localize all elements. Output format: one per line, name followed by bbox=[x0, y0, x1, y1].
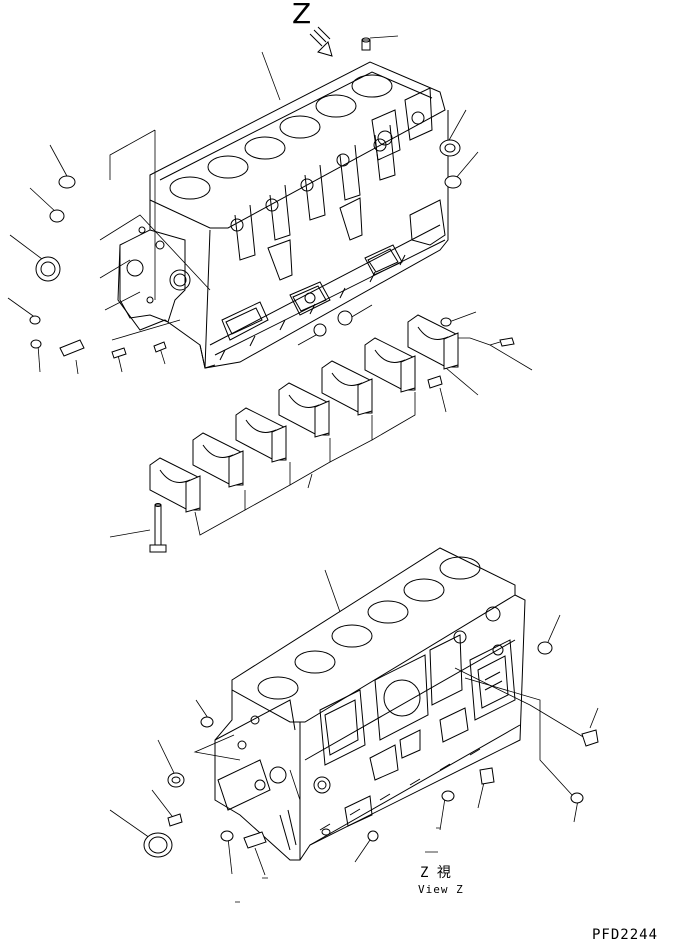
dowel-pin bbox=[153, 341, 167, 353]
dowel-pin bbox=[59, 339, 85, 357]
plug bbox=[367, 830, 379, 842]
seal-ring bbox=[35, 256, 61, 282]
plug bbox=[440, 317, 452, 327]
plug bbox=[220, 830, 234, 842]
cylinder-bore-3 bbox=[331, 624, 373, 648]
upper-leader-lines bbox=[7, 35, 533, 413]
view-letter-label: Z bbox=[292, 0, 312, 30]
cup-plug bbox=[49, 209, 65, 223]
view-label-japanese: Z 視 bbox=[420, 865, 451, 881]
cylinder-bore-1 bbox=[169, 176, 211, 200]
cylinder-bore-5 bbox=[315, 94, 357, 118]
cylinder-bore-4 bbox=[279, 115, 321, 139]
plug bbox=[321, 828, 331, 836]
cup-plug bbox=[444, 175, 462, 189]
seal-ring bbox=[143, 832, 173, 858]
cylinder-bore-4 bbox=[367, 600, 409, 624]
seal-ring bbox=[439, 139, 461, 157]
cap-bolt bbox=[154, 504, 162, 546]
dowel-pin bbox=[243, 831, 267, 849]
cylinder-bore-2 bbox=[207, 155, 249, 179]
upper-small-parts bbox=[29, 37, 515, 389]
cup-plug bbox=[58, 175, 76, 189]
bearing-cap-1 bbox=[149, 457, 201, 513]
dowel-pin bbox=[499, 337, 515, 347]
cup-plug bbox=[167, 772, 185, 788]
bearing-cap-7 bbox=[407, 314, 459, 370]
plug bbox=[313, 323, 327, 337]
cylinder-bore-3 bbox=[244, 136, 286, 160]
plug bbox=[200, 716, 214, 728]
lower-cylinder-block bbox=[214, 547, 526, 861]
bearing-cap-4 bbox=[278, 382, 330, 438]
bearing-cap-3 bbox=[235, 407, 287, 463]
cylinder-bore-6 bbox=[439, 556, 481, 580]
plug bbox=[361, 39, 371, 51]
bearing-cap-2 bbox=[192, 432, 244, 488]
plug bbox=[30, 339, 42, 349]
cylinder-bore-1 bbox=[257, 676, 299, 700]
plug bbox=[570, 792, 584, 804]
plug bbox=[29, 315, 41, 325]
dowel-pin bbox=[111, 347, 127, 359]
cylinder-bore-5 bbox=[403, 578, 445, 602]
view-label-english: View Z bbox=[418, 883, 464, 896]
bearing-cap-5 bbox=[321, 360, 373, 416]
drain-plug bbox=[479, 767, 495, 785]
cup-plug bbox=[537, 641, 553, 655]
cup-plug bbox=[337, 310, 353, 326]
bearing-cap-leaders bbox=[109, 392, 416, 553]
lower-small-parts bbox=[143, 641, 599, 903]
dowel-pin bbox=[167, 813, 183, 827]
main-bearing-caps bbox=[149, 314, 459, 513]
view-direction-arrow-icon bbox=[309, 26, 333, 57]
lower-leader-lines bbox=[109, 569, 599, 876]
cylinder-bore-6 bbox=[351, 74, 393, 98]
bearing-cap-6 bbox=[364, 337, 416, 393]
drawing-code: PFD2244 bbox=[592, 927, 659, 943]
drain-plug bbox=[581, 729, 599, 747]
cylinder-bore-2 bbox=[294, 650, 336, 674]
plug bbox=[441, 790, 455, 802]
upper-cylinder-block bbox=[117, 61, 449, 369]
dowel-pin bbox=[427, 375, 443, 389]
